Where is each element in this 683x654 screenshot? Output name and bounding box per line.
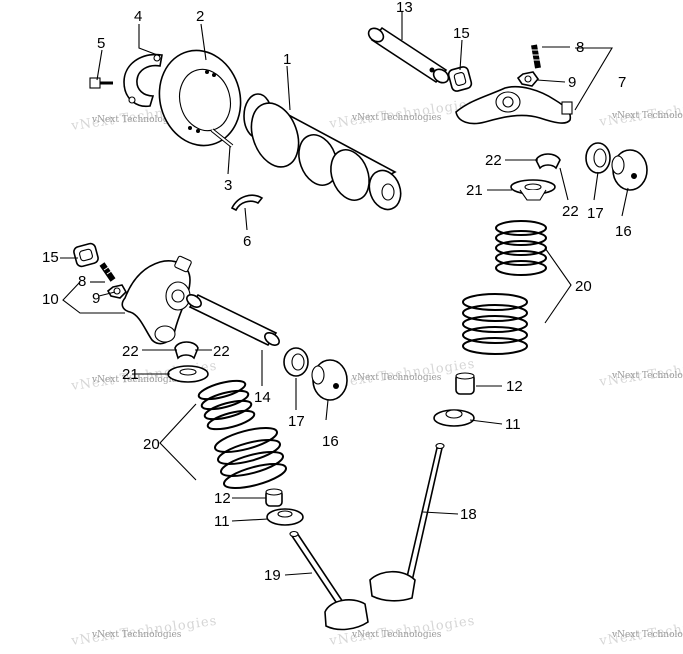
valve-part-19 bbox=[289, 530, 369, 631]
callout-22: 22 bbox=[485, 152, 502, 169]
watermark: vNext Technologies bbox=[611, 630, 683, 640]
gasket-part-15-top bbox=[447, 66, 473, 92]
callout-18: 18 bbox=[460, 506, 477, 523]
stem-seal-part-12-left bbox=[265, 488, 283, 507]
spring-seat-part-11-right bbox=[433, 409, 475, 427]
valve-part-18 bbox=[369, 442, 445, 602]
callout-7: 7 bbox=[618, 74, 626, 91]
callout-1: 1 bbox=[283, 51, 291, 68]
callout-21: 21 bbox=[122, 366, 139, 383]
callout-13: 13 bbox=[396, 0, 413, 16]
callout-17: 17 bbox=[288, 413, 305, 430]
callout-14: 14 bbox=[254, 389, 271, 406]
callout-4: 4 bbox=[134, 8, 142, 25]
valve-springs-part-20-right bbox=[462, 220, 547, 355]
valve-cap-part-16-top bbox=[611, 149, 648, 191]
callout-5: 5 bbox=[97, 35, 105, 52]
rocker-arm-part-10 bbox=[121, 255, 192, 345]
dowel-pin-part-3 bbox=[210, 128, 234, 148]
callout-9: 9 bbox=[568, 74, 576, 91]
watermark: vNext Technologies bbox=[351, 373, 442, 383]
callout-22: 22 bbox=[122, 343, 139, 360]
watermark: vNext Technologies bbox=[351, 113, 442, 123]
watermark: vNext Technologies bbox=[91, 375, 182, 385]
watermark: vNext Technologies bbox=[351, 630, 442, 640]
valve-cotter-part-22-left bbox=[174, 341, 199, 360]
rocker-shaft-part-14 bbox=[186, 293, 280, 347]
callout-17: 17 bbox=[587, 205, 604, 222]
rocker-arm-part-7 bbox=[455, 85, 573, 125]
adjusting-screw-part-8-left bbox=[99, 262, 116, 282]
rocker-shaft-part-13 bbox=[367, 26, 450, 84]
watermark: vNext Technologies bbox=[91, 115, 182, 125]
nut-part-9-top bbox=[516, 71, 540, 87]
cam-sprocket-part-2 bbox=[158, 49, 242, 147]
callout-labels: 4 2 5 1 3 6 13 15 8 9 7 22 21 22 17 16 2… bbox=[42, 0, 632, 584]
callout-11: 11 bbox=[214, 513, 230, 530]
spring-retainer-part-21-left bbox=[167, 365, 209, 383]
gasket-part-15-left bbox=[73, 242, 99, 268]
callout-20: 20 bbox=[143, 436, 160, 453]
watermark: vNext Technologies bbox=[91, 630, 182, 640]
spring-seat-part-11-left bbox=[266, 508, 304, 526]
stem-seal-part-12-right bbox=[455, 372, 475, 395]
callout-22: 22 bbox=[213, 343, 230, 360]
callout-2: 2 bbox=[196, 8, 204, 25]
callout-20: 20 bbox=[575, 278, 592, 295]
leader-lines bbox=[60, 12, 629, 576]
callout-12: 12 bbox=[506, 378, 523, 395]
callout-19: 19 bbox=[264, 567, 281, 584]
callout-15: 15 bbox=[42, 249, 59, 266]
callout-16: 16 bbox=[322, 433, 339, 450]
callout-10: 10 bbox=[42, 291, 59, 308]
callout-21: 21 bbox=[466, 182, 483, 199]
callout-15: 15 bbox=[453, 25, 470, 42]
o-ring-part-17-top bbox=[585, 142, 611, 174]
callout-6: 6 bbox=[243, 233, 251, 250]
callout-8: 8 bbox=[576, 39, 584, 56]
valve-springs-part-20-left bbox=[197, 379, 287, 490]
callout-8: 8 bbox=[78, 273, 86, 290]
callout-11: 11 bbox=[505, 416, 521, 433]
callout-16: 16 bbox=[615, 223, 632, 240]
camshaft-part-1 bbox=[243, 93, 402, 211]
valve-cotter-part-22-top bbox=[535, 153, 561, 170]
callout-22: 22 bbox=[562, 203, 579, 220]
valve-cap-part-16-left bbox=[311, 359, 348, 401]
watermark: vNext Technologies bbox=[611, 371, 683, 381]
bolt-part-5 bbox=[89, 77, 113, 89]
o-ring-part-17-left bbox=[283, 347, 309, 377]
spring-retainer-part-21-top bbox=[510, 179, 556, 201]
nut-part-9-left bbox=[106, 284, 127, 299]
callout-12: 12 bbox=[214, 490, 231, 507]
callout-9: 9 bbox=[92, 290, 100, 307]
adjusting-screw-part-8-top bbox=[531, 44, 541, 69]
callout-3: 3 bbox=[224, 177, 232, 194]
half-ring-part-6 bbox=[230, 194, 264, 212]
watermark: vNext Technologies bbox=[611, 111, 683, 121]
retaining-plate-part-4 bbox=[123, 53, 163, 108]
